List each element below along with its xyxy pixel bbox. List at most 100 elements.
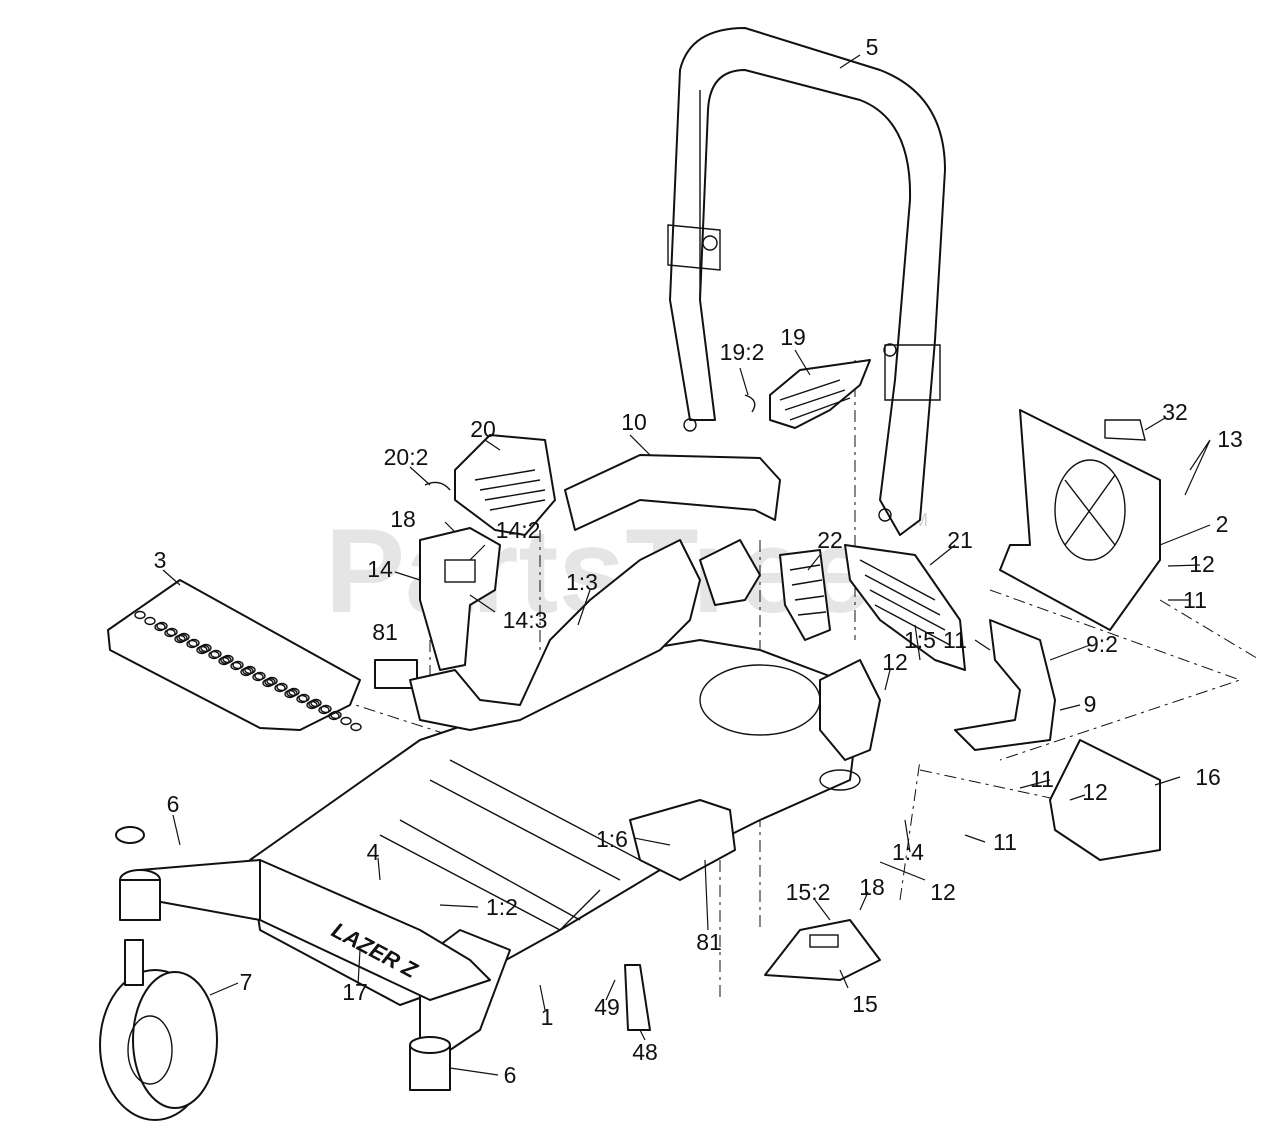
callout-c15-2[interactable]: 15:2 [786,879,831,905]
foot-plate-hole [218,656,230,666]
heat-shield-21[interactable] [844,544,966,671]
foot-plate-hole [240,667,252,677]
rops-bracket-19[interactable] [769,359,871,429]
leader-lines [162,54,1211,1076]
front-axle-17[interactable] [115,826,491,1001]
callout-c1-4[interactable]: 1:4 [892,839,924,865]
frame-cover-10[interactable] [564,454,781,531]
callout-c81a[interactable]: 81 [372,619,398,645]
callout-c6a[interactable]: 6 [167,791,180,817]
foot-plate-hole [154,622,166,632]
callout-c11d[interactable]: 11 [993,829,1017,855]
callout-c81b[interactable]: 81 [696,929,722,955]
foot-plate-hole [188,638,200,648]
mount-bracket-20[interactable] [454,434,556,536]
callout-c12c[interactable]: 12 [1082,779,1108,805]
foot-plate-hole [286,688,298,698]
foot-plate-hole [164,628,176,638]
foot-plate-hole [144,616,156,626]
foot-plate-hole [252,672,264,682]
heat-shield-22[interactable] [779,549,831,641]
callout-c21[interactable]: 21 [947,527,973,553]
foot-plate-hole [230,661,242,671]
foot-plate-hole [284,689,296,699]
callout-c15[interactable]: 15 [852,991,878,1017]
callout-c1-5[interactable]: 1:5 [904,627,936,653]
foot-plate-hole [320,704,332,714]
foot-plate-hole [156,621,168,631]
cover-15[interactable] [764,919,881,981]
callout-c4[interactable]: 4 [367,839,380,865]
fuel-cap-32[interactable] [1104,419,1146,441]
decal-15-2 [809,934,839,948]
callout-c12a[interactable]: 12 [882,649,908,675]
callout-c32[interactable]: 32 [1162,399,1188,425]
rops-bar[interactable] [667,27,946,536]
foot-plate-hole [208,650,220,660]
callout-c10[interactable]: 10 [621,409,647,435]
foot-plate-hole [318,705,330,715]
foot-plate-hole [174,634,186,644]
foot-plate-hole [340,716,352,726]
foot-plate-hole [186,639,198,649]
callout-c3[interactable]: 3 [154,547,167,573]
callout-c18b[interactable]: 18 [859,874,885,900]
foot-plate-hole [166,627,178,637]
foot-plate-hole [264,677,276,687]
foot-plate-hole [330,710,342,720]
callout-c20-2[interactable]: 20:2 [384,444,429,470]
foot-plate-hole [198,644,210,654]
foot-plate-3[interactable] [107,579,362,732]
callout-c11a[interactable]: 11 [1183,587,1207,613]
callout-c1-2[interactable]: 1:2 [486,894,518,920]
callout-c11b[interactable]: 11 [943,627,967,653]
caster-yoke-6[interactable] [409,1036,451,1091]
foot-plate-hole [298,693,310,703]
hairpin-clip-20-2[interactable] [424,481,451,491]
callout-c20[interactable]: 20 [470,416,496,442]
foot-plate-hole [276,682,288,692]
foot-plate-hole [308,699,320,709]
hairpin-clip-19-2[interactable] [744,394,756,413]
foot-plate-hole [350,722,362,732]
callout-c22[interactable]: 22 [817,527,843,553]
bracket-48[interactable] [624,964,651,1031]
seat-mount-9[interactable] [954,619,1056,751]
callout-c7[interactable]: 7 [240,969,253,995]
caster-wheel-7[interactable] [99,939,218,1121]
control-console[interactable] [629,799,736,881]
callout-c5[interactable]: 5 [866,34,879,60]
callout-c48[interactable]: 48 [632,1039,658,1065]
callout-c12d[interactable]: 12 [930,879,956,905]
callout-c14-3[interactable]: 14:3 [503,607,548,633]
callout-c2[interactable]: 2 [1216,511,1229,537]
callout-c14-2[interactable]: 14:2 [496,517,541,543]
foot-plate-hole [232,660,244,670]
callout-c1-3[interactable]: 1:3 [566,569,598,595]
callout-c19-2[interactable]: 19:2 [720,339,765,365]
callout-c9[interactable]: 9 [1084,691,1097,717]
callout-c12b[interactable]: 12 [1189,551,1215,577]
callout-c19[interactable]: 19 [780,324,806,350]
callout-c14[interactable]: 14 [367,556,393,582]
pan-16[interactable] [1049,739,1161,861]
callout-c17[interactable]: 17 [342,979,368,1005]
bracket-14[interactable] [419,527,501,671]
foot-plate-hole [262,678,274,688]
foot-plate-hole [274,683,286,693]
callout-c13[interactable]: 13 [1217,426,1243,452]
callout-c18a[interactable]: 18 [390,506,416,532]
callout-c1[interactable]: 1 [541,1004,554,1030]
foot-plate-hole [306,700,318,710]
callout-c1-6[interactable]: 1:6 [596,826,628,852]
rear-panel-2[interactable] [999,409,1161,631]
callout-c11c[interactable]: 11 [1030,766,1054,792]
foot-plate-hole [196,645,208,655]
foot-plate-hole [254,671,266,681]
callout-c6b[interactable]: 6 [504,1062,517,1088]
callout-c49[interactable]: 49 [594,994,620,1020]
callout-c16[interactable]: 16 [1195,764,1221,790]
callout-c9-2[interactable]: 9:2 [1086,631,1118,657]
foot-plate-hole [220,655,232,665]
